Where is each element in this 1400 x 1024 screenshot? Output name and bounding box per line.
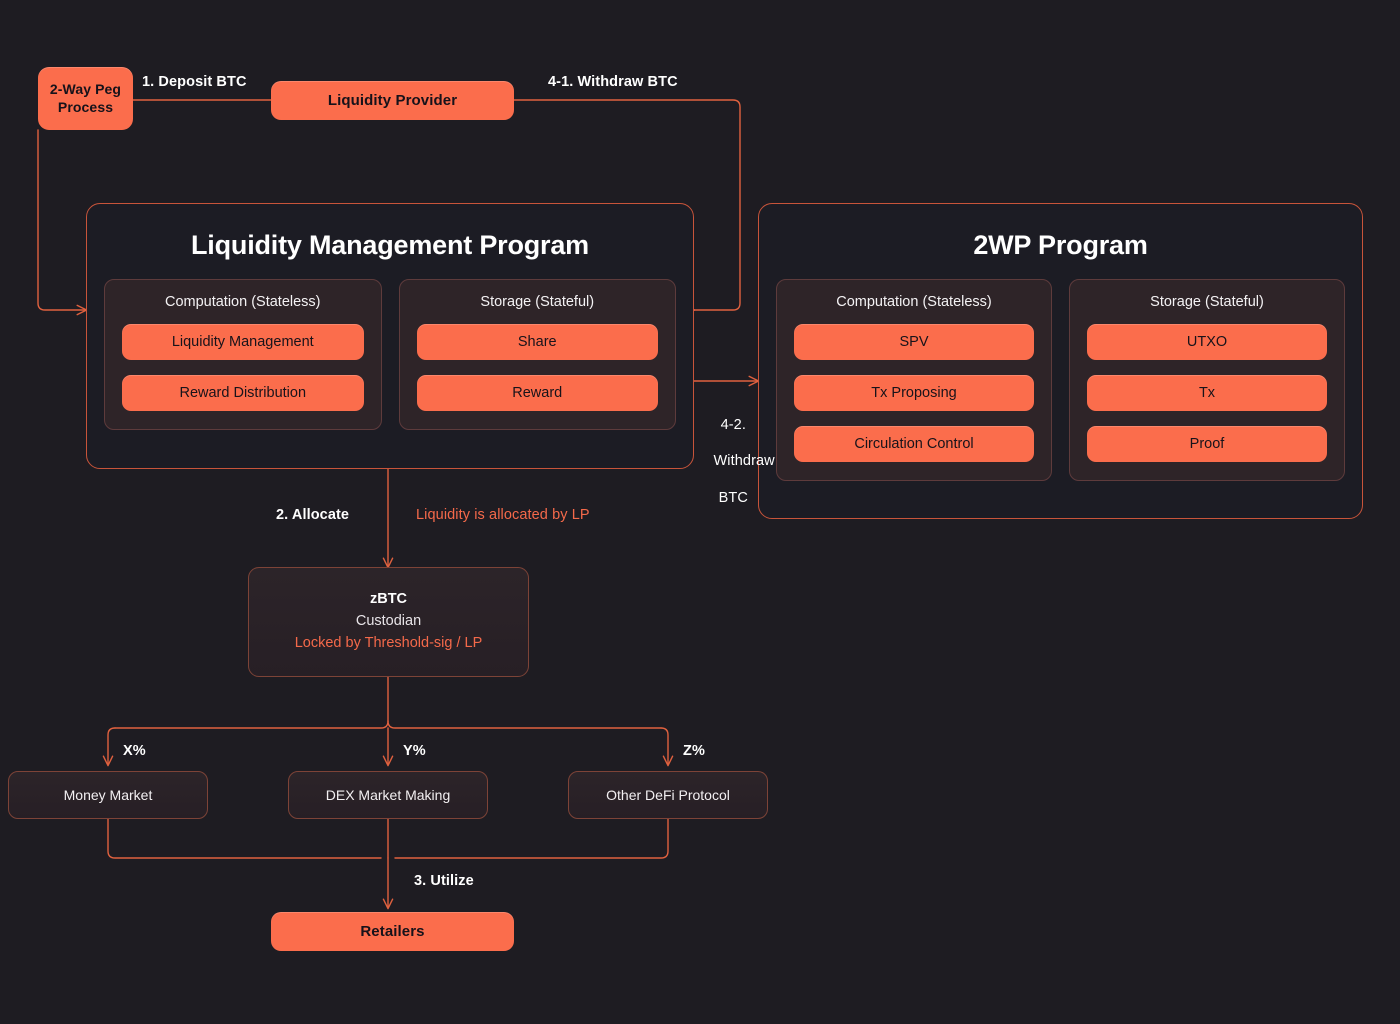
other-defi-label: Other DeFi Protocol — [606, 787, 730, 803]
subpanel-2wp-storage-title: Storage (Stateful) — [1150, 294, 1264, 310]
panel-2wp-title: 2WP Program — [973, 230, 1148, 260]
panel-lmp-columns: Computation (Stateless) Liquidity Manage… — [87, 279, 693, 447]
edge-label-allocated-by-lp: Liquidity is allocated by LP — [416, 507, 590, 523]
edge-label-withdraw-btc-1: 4-1. Withdraw BTC — [548, 74, 678, 90]
edge-split-right-drop — [660, 727, 668, 765]
node-liquidity-provider[interactable]: Liquidity Provider — [271, 81, 514, 120]
node-two-way-peg-process[interactable]: 2-Way Peg Process — [38, 67, 133, 130]
chip-circulation-control[interactable]: Circulation Control — [794, 426, 1034, 462]
edge-split-bar — [108, 727, 116, 765]
subpanel-2wp-computation[interactable]: Computation (Stateless) SPV Tx Proposing… — [776, 279, 1052, 481]
node-money-market[interactable]: Money Market — [8, 771, 208, 819]
node-other-defi-protocol[interactable]: Other DeFi Protocol — [568, 771, 768, 819]
chip-tx[interactable]: Tx — [1087, 375, 1327, 411]
subpanel-lmp-storage[interactable]: Storage (Stateful) Share Reward — [398, 279, 676, 430]
chip-reward[interactable]: Reward — [416, 375, 658, 411]
subpanel-2wp-storage[interactable]: Storage (Stateful) UTXO Tx Proof — [1069, 279, 1345, 481]
edge-label-pct-x: X% — [123, 743, 146, 759]
zbtc-note: Locked by Threshold-sig / LP — [294, 634, 483, 651]
two-way-peg-line1: 2-Way Peg — [49, 81, 122, 97]
edge-merge-right — [394, 818, 669, 859]
liquidity-provider-label: Liquidity Provider — [327, 92, 458, 109]
edge-split-bar-right — [387, 720, 662, 729]
withdraw-btc-2-line2: Withdraw — [713, 453, 775, 470]
zbtc-title: zBTC — [369, 591, 408, 608]
chip-utxo[interactable]: UTXO — [1087, 324, 1327, 360]
edge-2wp-to-lmp — [37, 129, 86, 310]
withdraw-btc-2-line1: 4-2. — [720, 417, 746, 434]
money-market-label: Money Market — [63, 787, 153, 803]
panel-lmp-title: Liquidity Management Program — [191, 230, 589, 260]
edge-label-deposit-btc: 1. Deposit BTC — [142, 74, 247, 90]
chip-reward-distribution[interactable]: Reward Distribution — [122, 375, 364, 411]
chip-share[interactable]: Share — [416, 324, 658, 360]
edge-label-withdraw-btc-2: 4-2. Withdraw BTC — [697, 398, 775, 525]
panel-2wp-columns: Computation (Stateless) SPV Tx Proposing… — [759, 279, 1362, 498]
chip-tx-proposing[interactable]: Tx Proposing — [794, 375, 1034, 411]
subpanel-lmp-computation-title: Computation (Stateless) — [164, 294, 321, 310]
subpanel-lmp-storage-title: Storage (Stateful) — [480, 294, 595, 310]
node-retailers[interactable]: Retailers — [271, 912, 514, 951]
edge-split-bar-left — [114, 720, 389, 729]
edge-label-allocate: 2. Allocate — [276, 507, 350, 523]
zbtc-subtitle: Custodian — [355, 613, 422, 630]
dex-market-making-label: DEX Market Making — [325, 787, 451, 803]
two-way-peg-line2: Process — [57, 98, 114, 115]
edge-merge-left — [107, 818, 382, 859]
subpanel-2wp-computation-title: Computation (Stateless) — [836, 294, 992, 310]
edge-label-utilize: 3. Utilize — [414, 873, 474, 889]
chip-liquidity-management[interactable]: Liquidity Management — [122, 324, 364, 360]
panel-liquidity-management-program[interactable]: Liquidity Management Program Computation… — [86, 203, 694, 469]
panel-2wp-program[interactable]: 2WP Program Computation (Stateless) SPV … — [758, 203, 1363, 519]
node-zbtc-custodian[interactable]: zBTC Custodian Locked by Threshold-sig /… — [248, 567, 529, 677]
edge-label-pct-z: Z% — [683, 743, 705, 759]
node-dex-market-making[interactable]: DEX Market Making — [288, 771, 488, 819]
chip-spv[interactable]: SPV — [794, 324, 1034, 360]
edge-label-pct-y: Y% — [403, 743, 426, 759]
subpanel-lmp-computation[interactable]: Computation (Stateless) Liquidity Manage… — [104, 279, 382, 430]
withdraw-btc-2-line3: BTC — [718, 489, 748, 506]
chip-proof[interactable]: Proof — [1087, 426, 1327, 462]
retailers-label: Retailers — [360, 923, 425, 940]
